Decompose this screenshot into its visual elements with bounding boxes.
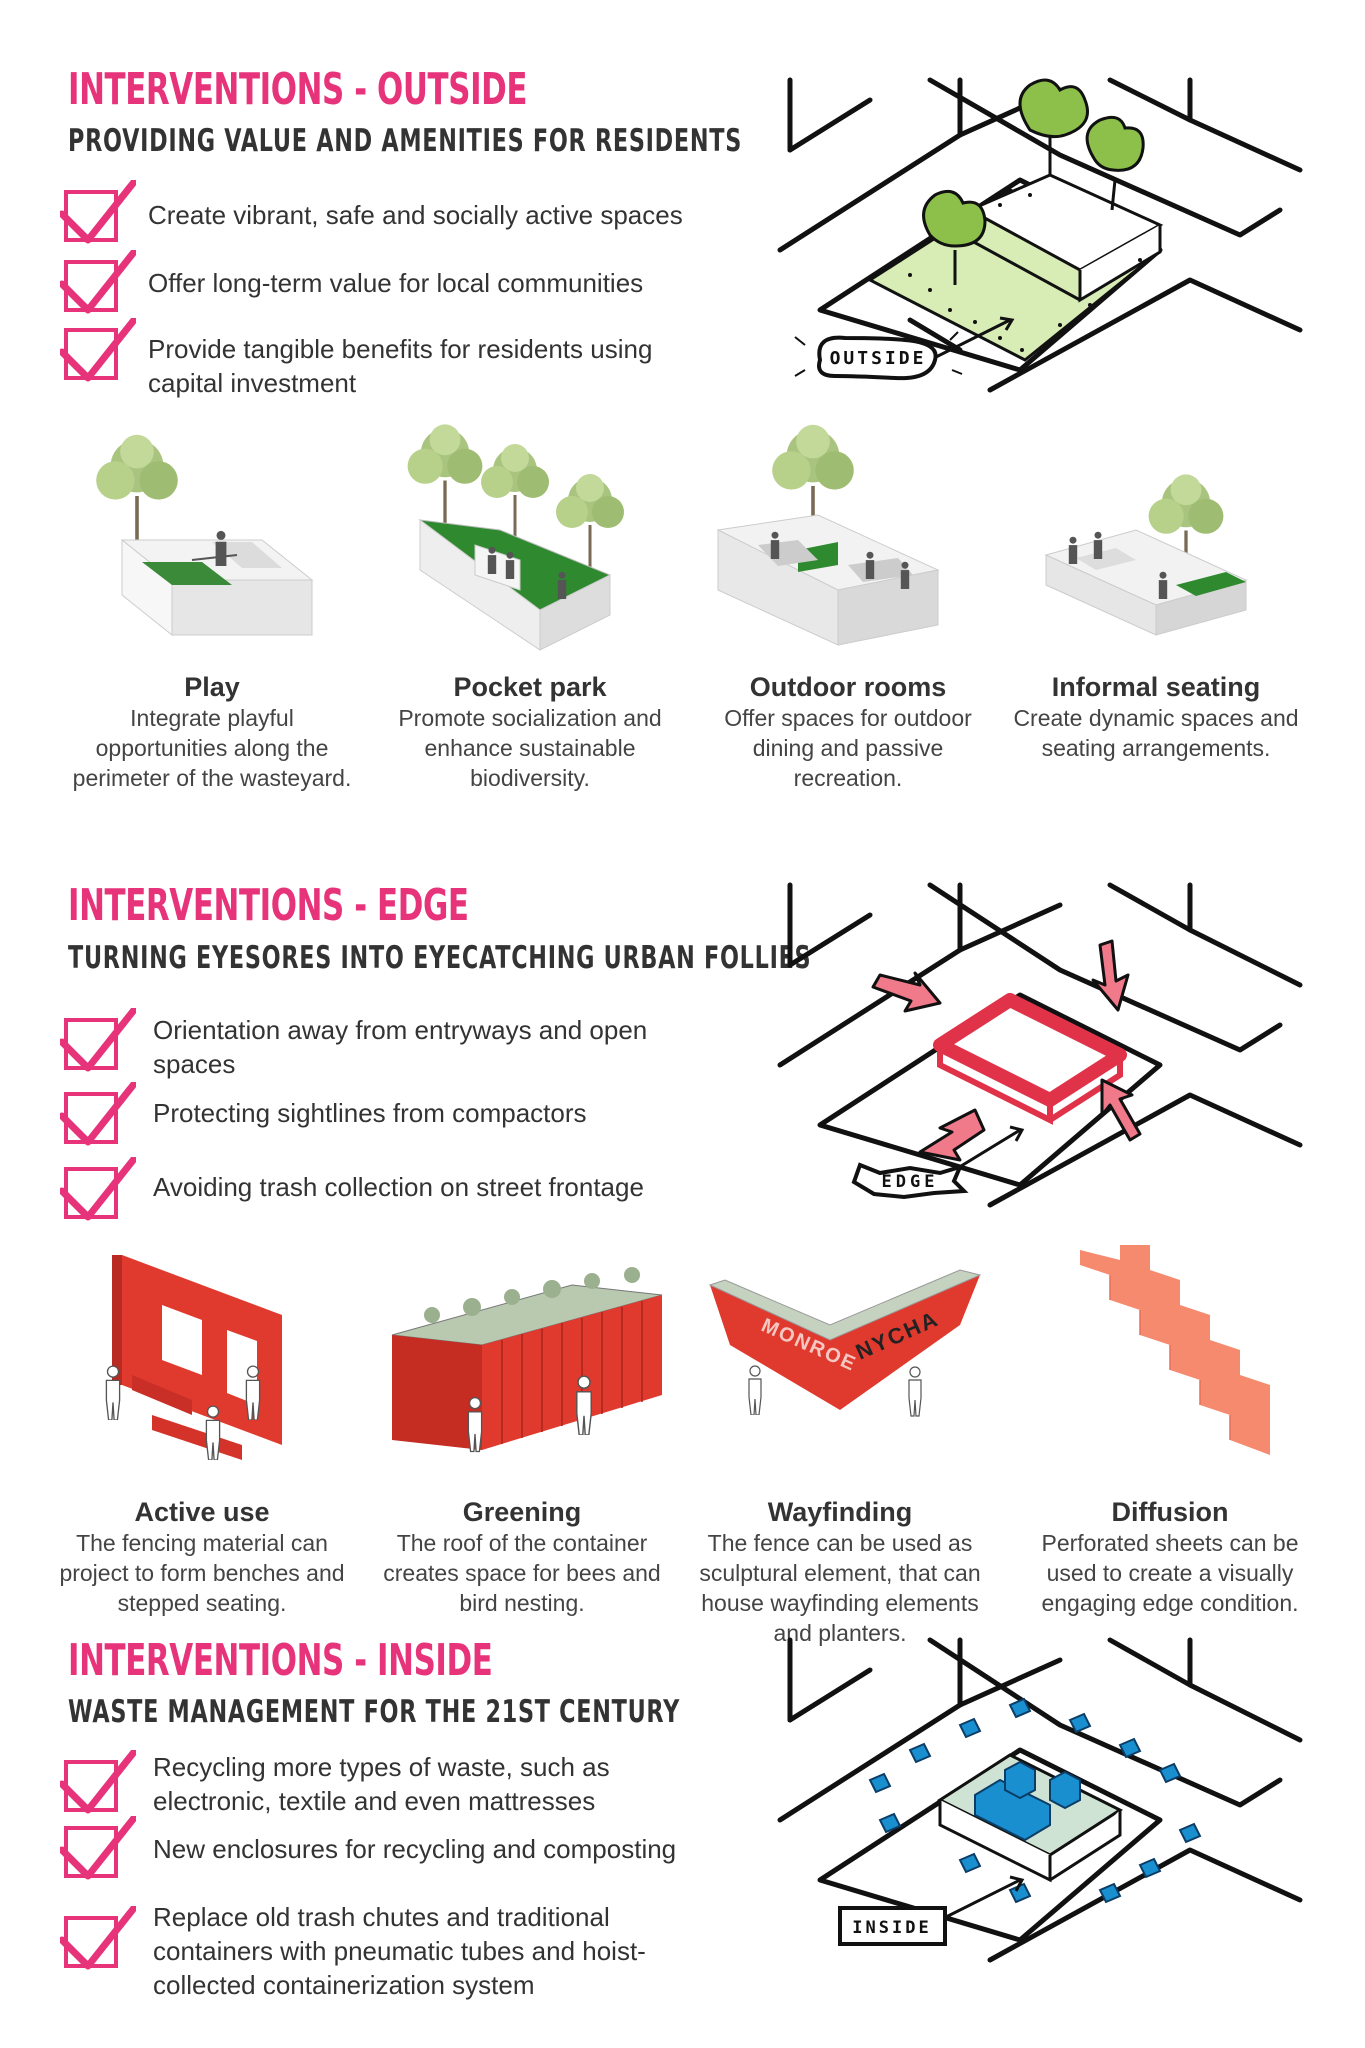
card-outdoor-rooms: Outdoor rooms Offer spaces for outdoor d… bbox=[698, 420, 998, 793]
section-title: INTERVENTIONS - INSIDE bbox=[68, 1635, 493, 1686]
section-subtitle: PROVIDING VALUE AND AMENITIES FOR RESIDE… bbox=[68, 123, 743, 159]
checkbox-checked-icon bbox=[60, 1008, 130, 1072]
card-title: Informal seating bbox=[1051, 672, 1261, 702]
informal-seating-illustration bbox=[1044, 472, 1248, 636]
check-item: Recycling more types of waste, such as e… bbox=[153, 1752, 610, 1816]
check-item: New enclosures for recycling and compost… bbox=[153, 1834, 677, 1864]
checkbox-checked-icon bbox=[60, 318, 130, 382]
check-item: Provide tangible benefits for residents … bbox=[148, 334, 653, 398]
card-description: Create dynamic spaces and seating arrang… bbox=[1013, 705, 1299, 761]
section-subtitle: WASTE MANAGEMENT FOR THE 21ST CENTURY bbox=[68, 1694, 681, 1730]
diagram-label: EDGE bbox=[882, 1172, 939, 1192]
checkbox-checked-icon bbox=[60, 1816, 130, 1880]
card-title: Active use bbox=[134, 1497, 270, 1527]
card-title: Pocket park bbox=[453, 672, 607, 702]
card-informal-seating: Informal seating Create dynamic spaces a… bbox=[1006, 420, 1306, 763]
pocket-park-illustration bbox=[405, 422, 626, 651]
checkbox-checked-icon bbox=[60, 1082, 130, 1146]
checkbox-checked-icon bbox=[60, 1750, 130, 1814]
greening-illustration bbox=[391, 1267, 663, 1453]
play-illustration bbox=[62, 420, 314, 637]
card-description: The roof of the container creates space … bbox=[383, 1530, 661, 1616]
checkbox-checked-icon bbox=[60, 1157, 130, 1221]
diagram-label: OUTSIDE bbox=[830, 348, 927, 369]
checkbox-checked-icon bbox=[60, 180, 130, 244]
card-pocket-park: Pocket park Promote socialization and en… bbox=[380, 420, 680, 793]
check-item: Avoiding trash collection on street fron… bbox=[153, 1172, 644, 1202]
card-description: The fence can be used as sculptural elem… bbox=[699, 1530, 981, 1646]
diffusion-illustration bbox=[1080, 1235, 1270, 1455]
card-wayfinding: MONROE NYCHA Wayfinding The fence can be… bbox=[690, 1245, 990, 1648]
check-item: Create vibrant, safe and socially active… bbox=[148, 200, 683, 230]
diagram-label: INSIDE bbox=[852, 1918, 931, 1938]
active-use-illustration bbox=[105, 1255, 282, 1460]
checkbox-checked-icon bbox=[60, 1906, 130, 1970]
card-description: Perforated sheets can be used to create … bbox=[1041, 1530, 1299, 1616]
card-description: Promote socialization and enhance sustai… bbox=[398, 705, 662, 791]
section-title: INTERVENTIONS - EDGE bbox=[68, 880, 469, 931]
section-title: INTERVENTIONS - OUTSIDE bbox=[68, 64, 528, 115]
section-subtitle: TURNING EYESORES INTO EYECATCHING URBAN … bbox=[68, 940, 812, 976]
edge-site-diagram: EDGE bbox=[777, 882, 1303, 1208]
card-description: Integrate playful opportunities along th… bbox=[72, 705, 352, 791]
card-title: Greening bbox=[462, 1497, 582, 1527]
card-title: Wayfinding bbox=[767, 1497, 913, 1527]
check-item: Protecting sightlines from compactors bbox=[153, 1098, 587, 1128]
wayfinding-illustration: MONROE NYCHA bbox=[708, 1269, 982, 1417]
card-description: Offer spaces for outdoor dining and pass… bbox=[724, 705, 972, 791]
inside-site-diagram: INSIDE bbox=[777, 1637, 1303, 1963]
check-item: Orientation away from entryways and open… bbox=[153, 1015, 648, 1079]
card-title: Play bbox=[184, 672, 240, 702]
outdoor-rooms-illustration bbox=[716, 420, 940, 646]
check-item: Offer long-term value for local communit… bbox=[148, 268, 644, 298]
checkbox-checked-icon bbox=[60, 250, 130, 314]
outside-site-diagram: OUTSIDE bbox=[777, 77, 1303, 393]
card-title: Diffusion bbox=[1111, 1497, 1229, 1527]
card-diffusion: Diffusion Perforated sheets can be used … bbox=[1020, 1235, 1320, 1618]
card-active-use: Active use The fencing material can proj… bbox=[52, 1245, 352, 1618]
card-play: Play Integrate playful opportunities alo… bbox=[62, 420, 362, 793]
card-title: Outdoor rooms bbox=[749, 672, 947, 702]
check-item: Replace old trash chutes and traditional… bbox=[153, 1902, 646, 2000]
card-description: The fencing material can project to form… bbox=[59, 1530, 345, 1616]
card-greening: Greening The roof of the container creat… bbox=[372, 1245, 672, 1618]
